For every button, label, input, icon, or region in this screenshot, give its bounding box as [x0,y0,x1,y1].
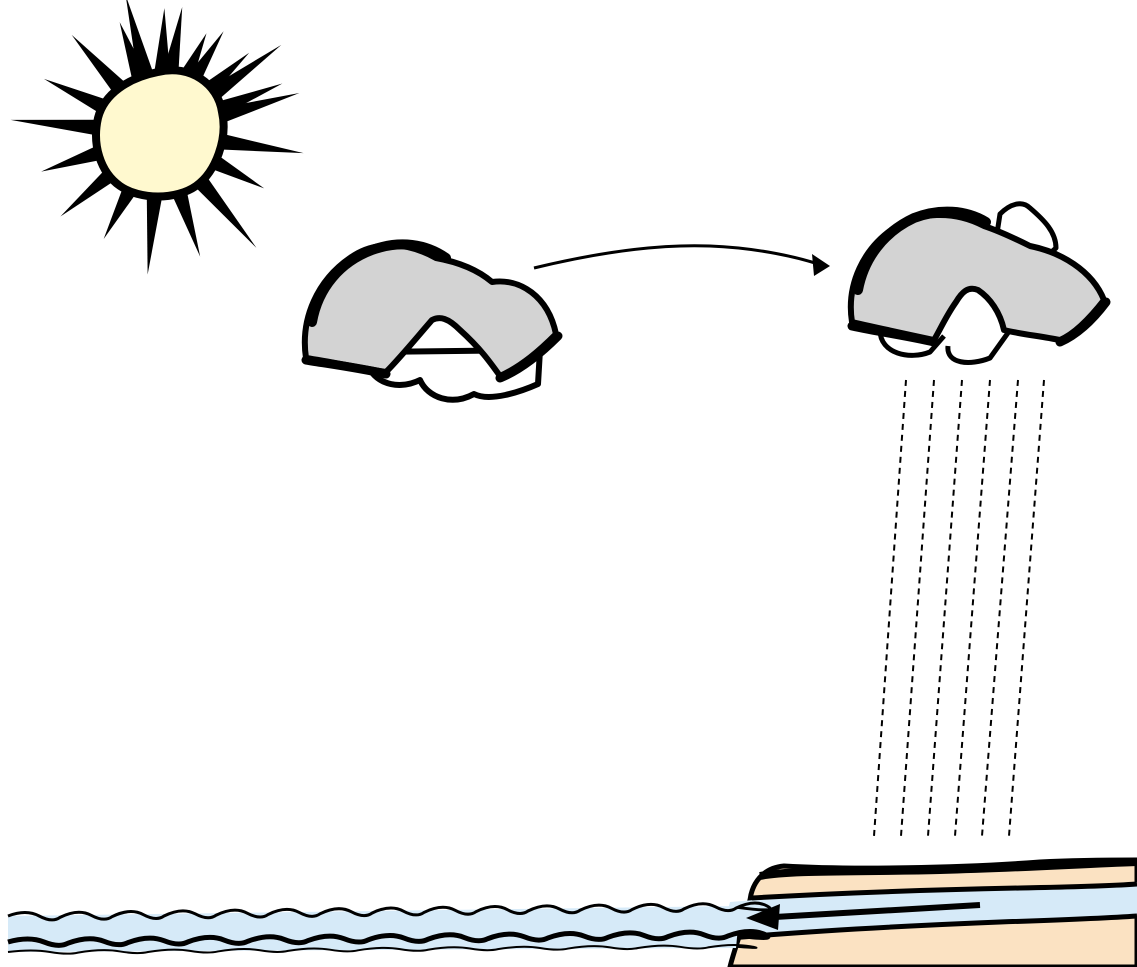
wave-line [7,901,772,922]
cloud-top-shadow [853,206,991,295]
sun-ray [212,132,304,154]
rain-streak [1008,379,1045,837]
sun-ray [153,8,171,80]
river-runoff-arrow-head [746,904,780,930]
river-runoff-arrow-shaft [774,902,981,920]
cloud-top-shadow [307,239,451,327]
wave-line [7,944,758,955]
sun-ray [198,44,282,109]
ocean-wave-lines [7,901,772,955]
rain-streak [981,379,1019,837]
rain-icon [873,379,1045,837]
arrow-left-icon [746,902,981,930]
sun-ray [146,186,164,275]
rain-streak [954,379,991,837]
sun-icon [10,0,304,275]
rain-streak [900,379,935,837]
wave-line [7,929,771,948]
cloud-shadow [847,297,1111,347]
sun-ray [168,182,201,257]
river-bank-bottom [729,913,1137,941]
sun-ray [43,78,115,118]
waves-icon [7,901,772,955]
cloud-movement-arrow-shaft [533,244,819,270]
sun-ray [10,119,107,137]
cloud-movement-arrow-head [812,254,830,276]
sun-ray [119,22,150,85]
river-bank-top [751,881,1137,901]
evaporation-cloud-icon [301,239,563,403]
rain-cloud-icon [847,201,1111,365]
sun-ray [71,34,131,99]
cloud-shadow [301,331,563,383]
land-top-edge [759,858,1137,880]
arrow-right-icon [533,244,830,276]
sun-body [92,66,228,201]
rain-streak [873,379,907,837]
rain-streak [927,379,963,837]
sun-ray [209,93,300,127]
sun-ray [126,0,156,83]
sun-ray [188,169,257,248]
